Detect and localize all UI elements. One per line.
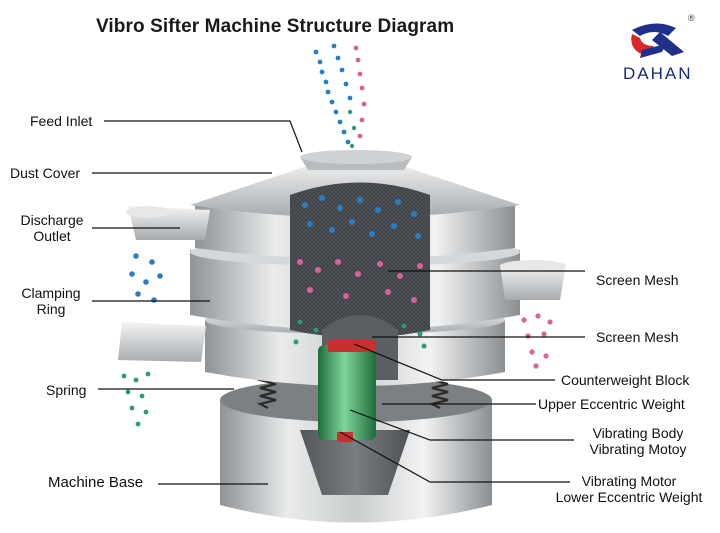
- label-clamping-ring-line1: Clamping: [21, 285, 81, 301]
- discharged-particles: [121, 253, 553, 427]
- label-dust-cover: Dust Cover: [10, 165, 81, 181]
- label-counterweight-block: Counterweight Block: [561, 372, 690, 388]
- vibrating-motor: [318, 340, 376, 442]
- label-vibrating-body-line1: Vibrating Body: [592, 425, 684, 441]
- label-discharge-outlet: Discharge Outlet: [16, 212, 88, 244]
- interior-particles: [293, 195, 427, 349]
- label-vibrating-motor-line1: Vibrating Motor: [581, 473, 677, 489]
- feed-particle-stream: [313, 43, 367, 149]
- leader-lines: [92, 120, 585, 485]
- label-vibrating-body: Vibrating Body Vibrating Motoy: [574, 425, 702, 457]
- label-vibrating-motor: Vibrating Motor Lower Eccentric Weight: [552, 473, 706, 505]
- label-vibrating-motor-line2: Lower Eccentric Weight: [555, 489, 703, 505]
- label-vibrating-body-line2: Vibrating Motoy: [589, 441, 687, 457]
- label-screen-mesh-lower: Screen Mesh: [596, 329, 679, 345]
- label-screen-mesh-upper: Screen Mesh: [596, 272, 679, 288]
- discharge-outlets: [118, 206, 566, 362]
- label-clamping-ring-line2: Ring: [36, 301, 66, 317]
- registered-mark: ®: [688, 13, 695, 23]
- dahan-logo-mark: [631, 23, 684, 58]
- machine-base: [220, 378, 492, 523]
- diagram-title: Vibro Sifter Machine Structure Diagram: [96, 16, 455, 37]
- brand-name: DAHAN: [623, 64, 693, 83]
- label-discharge-outlet-line2: Outlet: [33, 228, 71, 244]
- label-feed-inlet: Feed Inlet: [30, 113, 93, 129]
- label-upper-eccentric-weight: Upper Eccentric Weight: [538, 396, 685, 412]
- label-clamping-ring: Clamping Ring: [16, 285, 86, 317]
- label-machine-base: Machine Base: [48, 474, 144, 491]
- label-spring: Spring: [46, 382, 87, 398]
- label-discharge-outlet-line1: Discharge: [20, 212, 84, 228]
